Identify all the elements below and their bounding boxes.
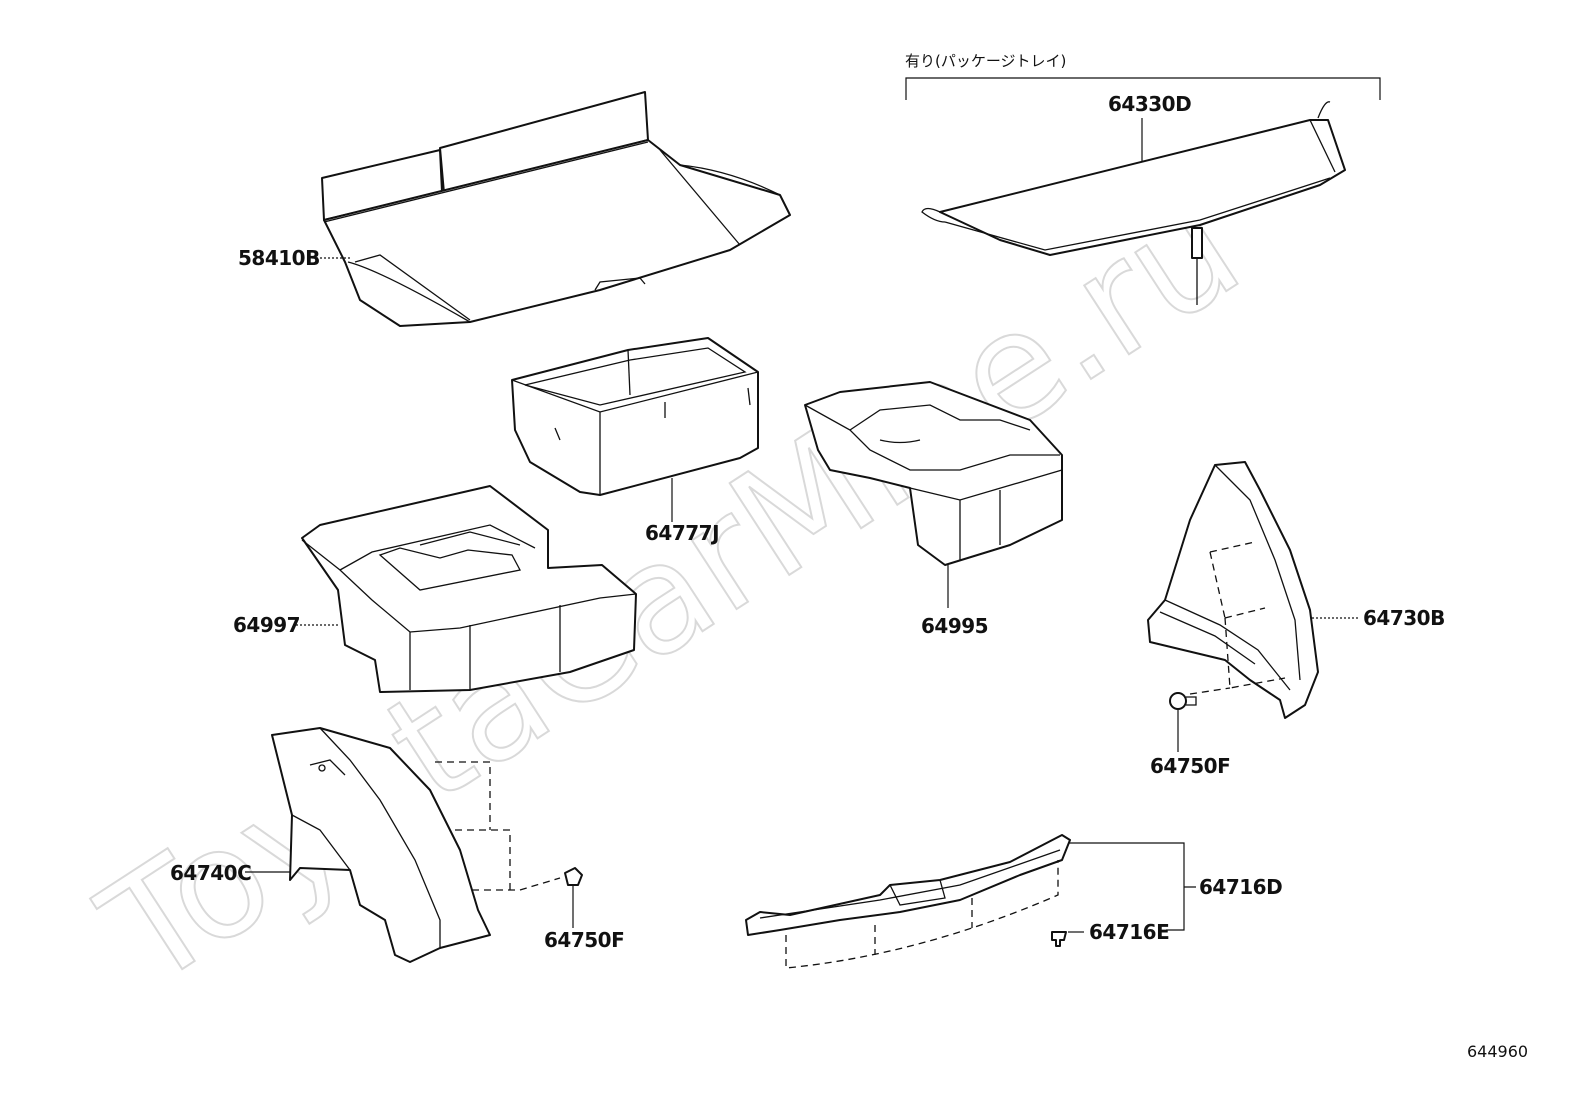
watermark: ToyotaCarMine.ru (74, 161, 1269, 1021)
part-label-58410B: 58410B (238, 246, 320, 270)
diagram-code: 644960 (1467, 1042, 1528, 1061)
deck-tray-right-illustration (804, 381, 1063, 566)
option-note-package-tray: 有り(パッケージトレイ) (905, 52, 1066, 70)
option-bracket (905, 77, 1381, 100)
package-tray-illustration (921, 101, 1346, 305)
storage-box-illustration (511, 337, 759, 496)
part-label-64997: 64997 (233, 613, 300, 637)
rear-panel-trim-illustration (745, 834, 1071, 936)
dashed-guide-64716D (785, 860, 1059, 969)
part-label-64750F-left: 64750F (544, 928, 624, 952)
part-label-64750F-right: 64750F (1150, 754, 1230, 778)
clip-64716E-illustration (1051, 931, 1067, 947)
clip-left-illustration (564, 867, 583, 886)
luggage-mat-illustration (321, 91, 791, 327)
part-label-64740C: 64740C (170, 861, 251, 885)
part-label-64330D: 64330D (1108, 92, 1191, 116)
side-trim-left-illustration (271, 727, 491, 963)
part-label-64777J: 64777J (645, 521, 719, 545)
side-trim-right-illustration (1147, 461, 1319, 719)
clip-right-illustration (1169, 692, 1197, 710)
part-label-64716E: 64716E (1089, 920, 1169, 944)
dashed-guide-64740C (435, 761, 561, 891)
part-label-64730B: 64730B (1363, 606, 1445, 630)
deck-tray-left-illustration (301, 485, 637, 693)
part-label-64995: 64995 (921, 614, 988, 638)
part-label-64716D: 64716D (1199, 875, 1282, 899)
leader-64716D-bracket (1068, 842, 1196, 931)
